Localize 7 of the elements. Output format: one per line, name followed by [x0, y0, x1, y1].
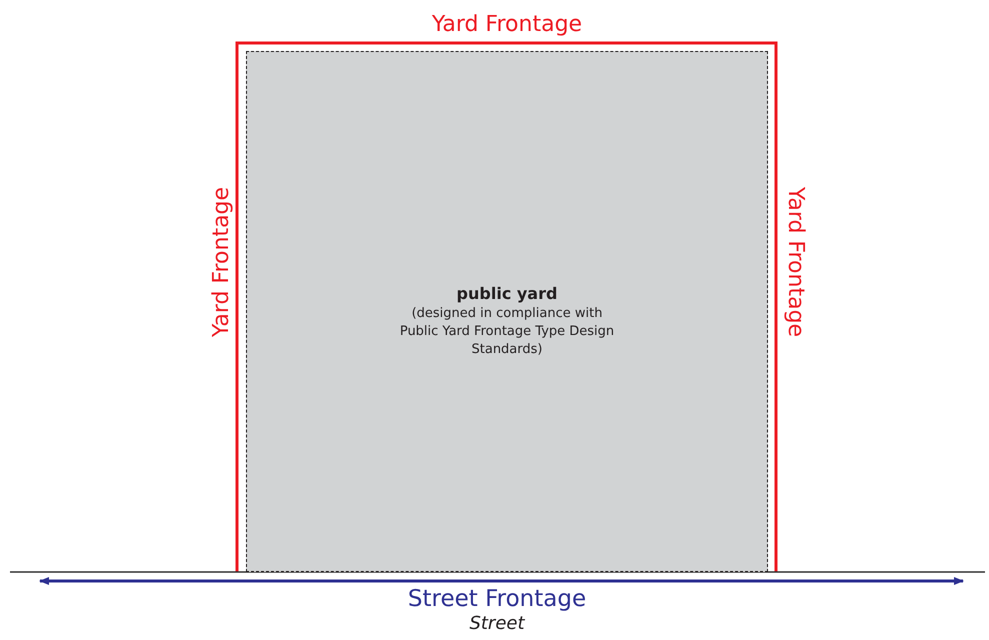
frontage-label: Yard Frontage [432, 14, 582, 36]
area-description: (designed in compliance with Public Yard Frontage Type Design Standards) [398, 305, 616, 359]
street-label: Street [469, 615, 525, 633]
area-heading: public yard [456, 284, 558, 303]
frontage-label: Yard Frontage [784, 186, 806, 338]
frontage-label: Yard Frontage [211, 186, 233, 338]
dimension-label: Street Frontage [408, 588, 586, 611]
